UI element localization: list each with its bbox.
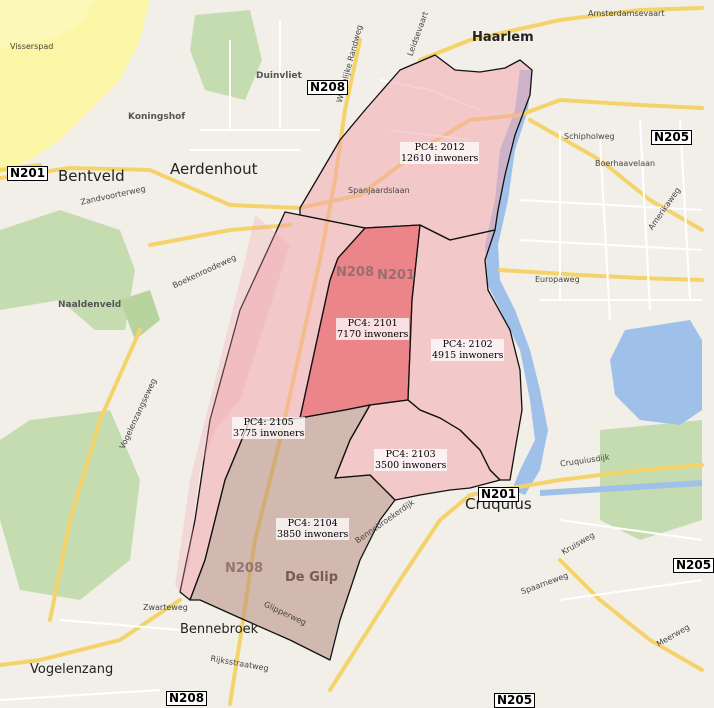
district-2105-inner — [175, 215, 290, 592]
place-duinvliet: Duinvliet — [256, 71, 302, 81]
road-shield-n205-right: N205 — [651, 130, 693, 145]
district-population: 3775 inwoners — [233, 428, 305, 439]
district-label-2105[interactable]: PC4: 2105 3775 inwoners — [232, 417, 306, 439]
place-aerdenhout: Aerdenhout — [170, 160, 258, 178]
place-naaldenveld: Naaldenveld — [58, 300, 122, 310]
road-shield-n208-bottom: N208 — [166, 691, 208, 706]
district-population: 3850 inwoners — [277, 529, 349, 540]
district-code: PC4: 2103 — [385, 449, 436, 460]
road-label-n208-mid: N208 — [336, 265, 375, 280]
road-shield-n208-top: N208 — [307, 80, 349, 95]
district-code: PC4: 2104 — [287, 518, 338, 529]
forest-area-south-west — [0, 410, 140, 600]
road-shield-n205-bottom: N205 — [494, 693, 536, 708]
district-label-2102[interactable]: PC4: 2102 4915 inwoners — [431, 339, 505, 361]
street-spanjaardslaan: Spanjaardslaan — [348, 186, 410, 195]
place-bentveld: Bentveld — [58, 167, 125, 185]
place-bennebroek: Bennebroek — [180, 622, 259, 637]
district-label-2104[interactable]: PC4: 2104 3850 inwoners — [276, 518, 350, 540]
district-code: PC4: 2102 — [442, 339, 493, 350]
road-shield-n201-bottom: N201 — [478, 487, 520, 502]
forest-area-park — [120, 290, 160, 340]
forest-area-north — [190, 10, 262, 100]
road-shield-n205-far-right: N205 — [673, 558, 714, 573]
district-code: PC4: 2101 — [347, 318, 398, 329]
district-code: PC4: 2105 — [243, 417, 294, 428]
place-vogelenzang: Vogelenzang — [30, 662, 114, 677]
street-amsterdamsevaart: Amsterdamsevaart — [588, 9, 665, 18]
street-boerhaavelaan: Boerhaavelaan — [595, 159, 656, 168]
district-population: 7170 inwoners — [337, 329, 409, 340]
street-visserspad: Visserspad — [10, 42, 54, 51]
district-population: 12610 inwoners — [401, 153, 479, 164]
district-code: PC4: 2012 — [414, 142, 465, 153]
dunes-area-2 — [0, 0, 95, 48]
street-europaweg: Europaweg — [535, 275, 580, 284]
water-canal — [540, 480, 702, 496]
road-shield-n201-left: N201 — [7, 166, 49, 181]
place-haarlem: Haarlem — [472, 30, 534, 45]
forest-area-west — [0, 210, 135, 330]
forest-area-east — [600, 420, 702, 540]
street-schipholweg: Schipholweg — [564, 132, 615, 141]
district-label-2103[interactable]: PC4: 2103 3500 inwoners — [374, 449, 448, 471]
district-population: 3500 inwoners — [375, 460, 447, 471]
street-zwarteweg: Zwarteweg — [143, 603, 188, 612]
district-label-2012[interactable]: PC4: 2012 12610 inwoners — [400, 142, 480, 164]
road-label-n201-mid: N201 — [377, 268, 416, 283]
water-lake — [610, 320, 702, 425]
dunes-area — [0, 0, 150, 175]
place-de-glip: De Glip — [285, 570, 339, 585]
road-label-n208-low: N208 — [225, 561, 264, 576]
district-label-2101[interactable]: PC4: 2101 7170 inwoners — [336, 318, 410, 340]
district-population: 4915 inwoners — [432, 350, 504, 361]
place-koningshof: Koningshof — [128, 112, 186, 122]
